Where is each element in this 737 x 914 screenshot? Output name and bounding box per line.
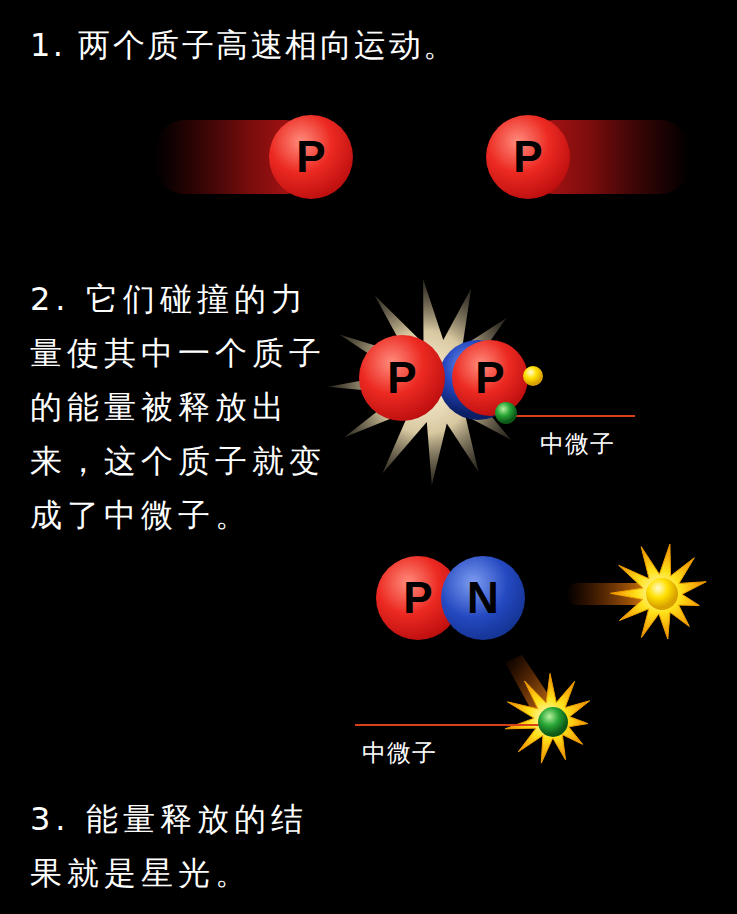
neutrino-label: 中微子 <box>362 738 437 768</box>
neutrino-dot <box>538 707 568 737</box>
particle-letter: P <box>387 356 416 400</box>
neutrino-label: 中微子 <box>540 429 615 459</box>
particle-letter: P <box>403 576 432 620</box>
neutrino-burst <box>505 674 589 764</box>
step-text: 2. 它们碰撞的力量使其中一个质子的能量被释放出来，这个质子就变成了中微子。 <box>30 272 330 542</box>
energy-ball <box>646 578 678 610</box>
step-text: 1. 两个质子高速相向运动。 <box>30 18 458 72</box>
particle-letter: N <box>467 576 499 620</box>
leader-line <box>355 724 540 726</box>
step-text: 3. 能量释放的结果就是星光。 <box>30 792 330 900</box>
particle-letter: P <box>475 356 504 400</box>
neutron-ball: N <box>441 556 525 640</box>
proton-ball: P <box>452 340 528 416</box>
particle-letter: P <box>296 135 325 179</box>
proton-ball: P <box>269 115 353 199</box>
proton-ball: P <box>359 335 445 421</box>
collision-burst <box>328 279 522 485</box>
particle-letter: P <box>513 135 542 179</box>
proton-ball: P <box>486 115 570 199</box>
star-burst <box>611 544 707 639</box>
leader-line <box>512 415 635 417</box>
